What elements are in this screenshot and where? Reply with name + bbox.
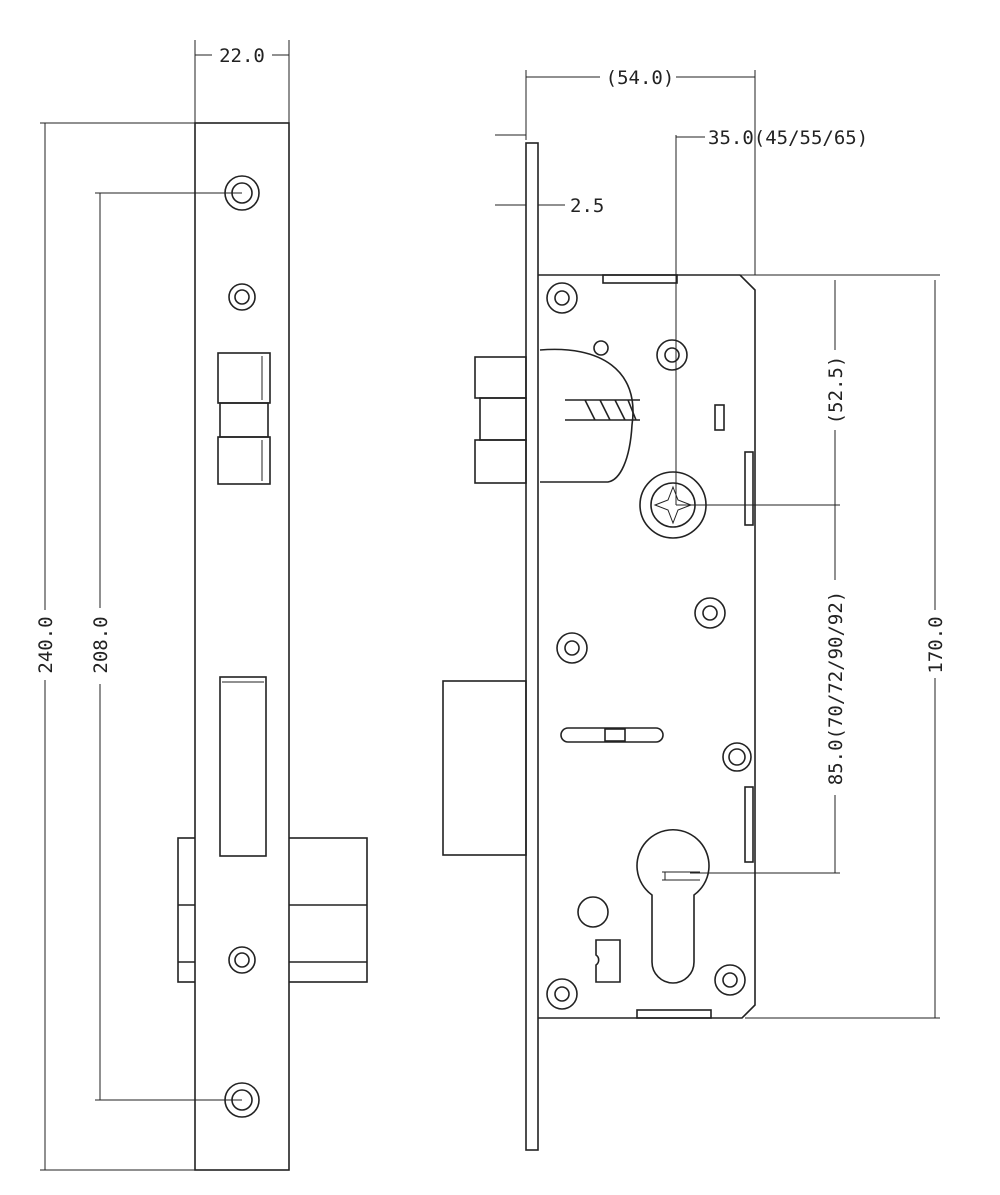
latch-mechanism bbox=[539, 348, 634, 483]
deadbolt bbox=[442, 680, 527, 856]
screw bbox=[546, 282, 578, 314]
dim-screw-spacing: 208.0 bbox=[90, 616, 112, 673]
faceplate-side bbox=[525, 142, 539, 1151]
dim-case-height: 170.0 bbox=[925, 616, 947, 673]
dim-backset: 35.0(45/55/65) bbox=[708, 127, 868, 149]
screw-hole bbox=[228, 283, 256, 311]
lock-case bbox=[538, 274, 756, 1019]
screw bbox=[722, 742, 752, 772]
faceplate bbox=[194, 122, 290, 1171]
screw bbox=[546, 978, 578, 1010]
screw bbox=[694, 597, 726, 629]
screw bbox=[556, 632, 588, 664]
dim-total-depth: (54.0) bbox=[606, 67, 675, 89]
dim-spindle-from-top: (52.5) bbox=[825, 356, 847, 425]
dim-center-distance: 85.0(70/72/90/92) bbox=[825, 591, 847, 785]
screw bbox=[656, 339, 688, 371]
screw-hole bbox=[228, 946, 256, 974]
dim-faceplate-width: 22.0 bbox=[219, 45, 265, 67]
deadbolt-slot bbox=[219, 676, 267, 857]
screw bbox=[714, 964, 746, 996]
front-view bbox=[40, 40, 368, 1171]
cylinder-hole bbox=[636, 829, 710, 984]
side-view bbox=[442, 70, 940, 1151]
dim-faceplate-height: 240.0 bbox=[35, 616, 57, 673]
latch-bottom bbox=[217, 436, 271, 485]
dim-faceplate-thickness: 2.5 bbox=[570, 195, 604, 217]
